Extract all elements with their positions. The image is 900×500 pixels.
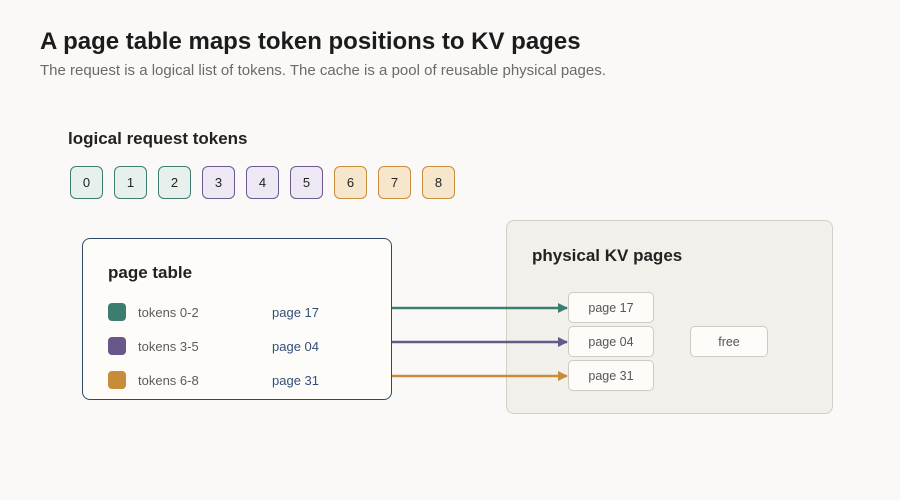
tokens-heading: logical request tokens xyxy=(68,129,248,148)
token-box: 7 xyxy=(378,166,411,199)
page-title: A page table maps token positions to KV … xyxy=(40,28,581,55)
page-ref-label: page 31 xyxy=(272,373,319,388)
token-range-label: tokens 6-8 xyxy=(138,373,199,388)
kv-page-04: page 04 xyxy=(568,326,654,357)
page-table-row: tokens 6-8 page 31 xyxy=(83,371,391,391)
page-table-row: tokens 0-2 page 17 xyxy=(83,303,391,323)
kv-pool-heading: physical KV pages xyxy=(532,246,683,265)
token-box: 8 xyxy=(422,166,455,199)
page-table-panel: page table tokens 0-2 page 17 tokens 3-5… xyxy=(82,238,392,400)
token-box: 4 xyxy=(246,166,279,199)
page-table-heading: page table xyxy=(108,263,193,282)
page-subtitle: The request is a logical list of tokens.… xyxy=(40,62,606,79)
token-box: 5 xyxy=(290,166,323,199)
kv-page-pool: physical KV pages page 17 page 04 page 3… xyxy=(506,220,833,414)
kv-page-free: free xyxy=(690,326,768,357)
token-box: 1 xyxy=(114,166,147,199)
group-swatch xyxy=(108,303,126,321)
page-table-row: tokens 3-5 page 04 xyxy=(83,337,391,357)
token-box: 2 xyxy=(158,166,191,199)
token-box: 6 xyxy=(334,166,367,199)
page-ref-label: page 04 xyxy=(272,339,319,354)
token-box: 3 xyxy=(202,166,235,199)
kv-page-31: page 31 xyxy=(568,360,654,391)
kv-page-17: page 17 xyxy=(568,292,654,323)
group-swatch xyxy=(108,337,126,355)
group-swatch xyxy=(108,371,126,389)
token-range-label: tokens 0-2 xyxy=(138,305,199,320)
token-range-label: tokens 3-5 xyxy=(138,339,199,354)
page-ref-label: page 17 xyxy=(272,305,319,320)
token-box: 0 xyxy=(70,166,103,199)
